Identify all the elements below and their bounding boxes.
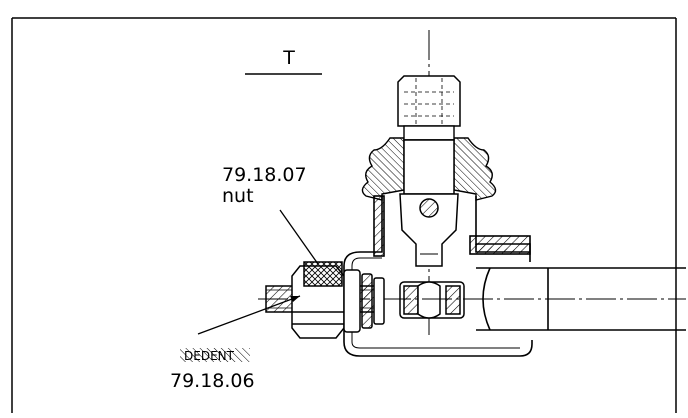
leader-line-nut: [279, 209, 319, 265]
view-title-text: T: [282, 47, 295, 69]
callout-dedent-number: 79.18.06: [170, 370, 255, 392]
callout-dedent: DEDENT 79.18.06: [170, 295, 301, 392]
leader-arrowhead: [290, 296, 300, 302]
callout-nut-number: 79.18.07: [222, 164, 307, 186]
dedent-hatch-background: [180, 348, 250, 362]
housing: [343, 195, 533, 357]
leader-line-dedent: [197, 295, 301, 335]
callout-dedent-name: DEDENT: [184, 349, 235, 363]
callout-nut-name: nut: [222, 185, 254, 207]
plunger: [399, 139, 459, 267]
washer-stack: [343, 269, 385, 333]
hex-nut: [291, 261, 345, 339]
callout-nut: 79.18.07 nut: [222, 164, 319, 265]
ball-socket: [399, 281, 465, 319]
drawing-frame: [11, 17, 677, 413]
rubber-boot: [361, 125, 497, 201]
view-title: T: [245, 47, 322, 75]
